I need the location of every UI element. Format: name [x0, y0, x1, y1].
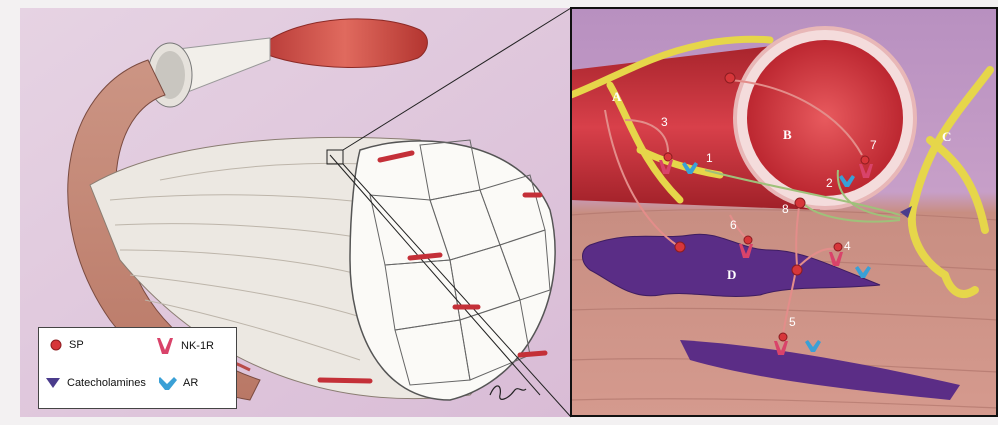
pathway-2: 2 [826, 176, 833, 190]
label-B: B [783, 127, 792, 142]
pathway-7: 7 [870, 138, 877, 152]
legend: SP NK-1R Catecholamines AR [38, 327, 237, 409]
pathway-5: 5 [789, 315, 796, 329]
legend-catecholamines-label: Catecholamines [67, 377, 146, 389]
pathway-4: 4 [844, 239, 851, 253]
catecholamines-icon [45, 376, 61, 390]
pathway-3: 3 [661, 115, 668, 129]
sp-icon [49, 338, 63, 352]
pathway-6: 6 [730, 218, 737, 232]
vessel-lumen [747, 40, 903, 196]
legend-nk1r: NK-1R [157, 336, 214, 356]
magnified-panel: A B C D 1 2 3 4 5 6 7 8 [571, 8, 998, 417]
legend-ar-label: AR [183, 377, 198, 389]
label-A: A [612, 89, 622, 104]
label-C: C [942, 129, 951, 144]
pathway-1: 1 [706, 151, 713, 165]
pathway-8: 8 [782, 202, 789, 216]
legend-ar: AR [159, 374, 198, 392]
nk1r-icon [157, 336, 175, 356]
ar-icon [159, 374, 177, 392]
legend-catecholamines: Catecholamines [45, 376, 146, 390]
legend-nk1r-label: NK-1R [181, 340, 214, 352]
legend-sp: SP [49, 338, 84, 352]
legend-sp-label: SP [69, 339, 84, 351]
label-D: D [727, 267, 736, 282]
